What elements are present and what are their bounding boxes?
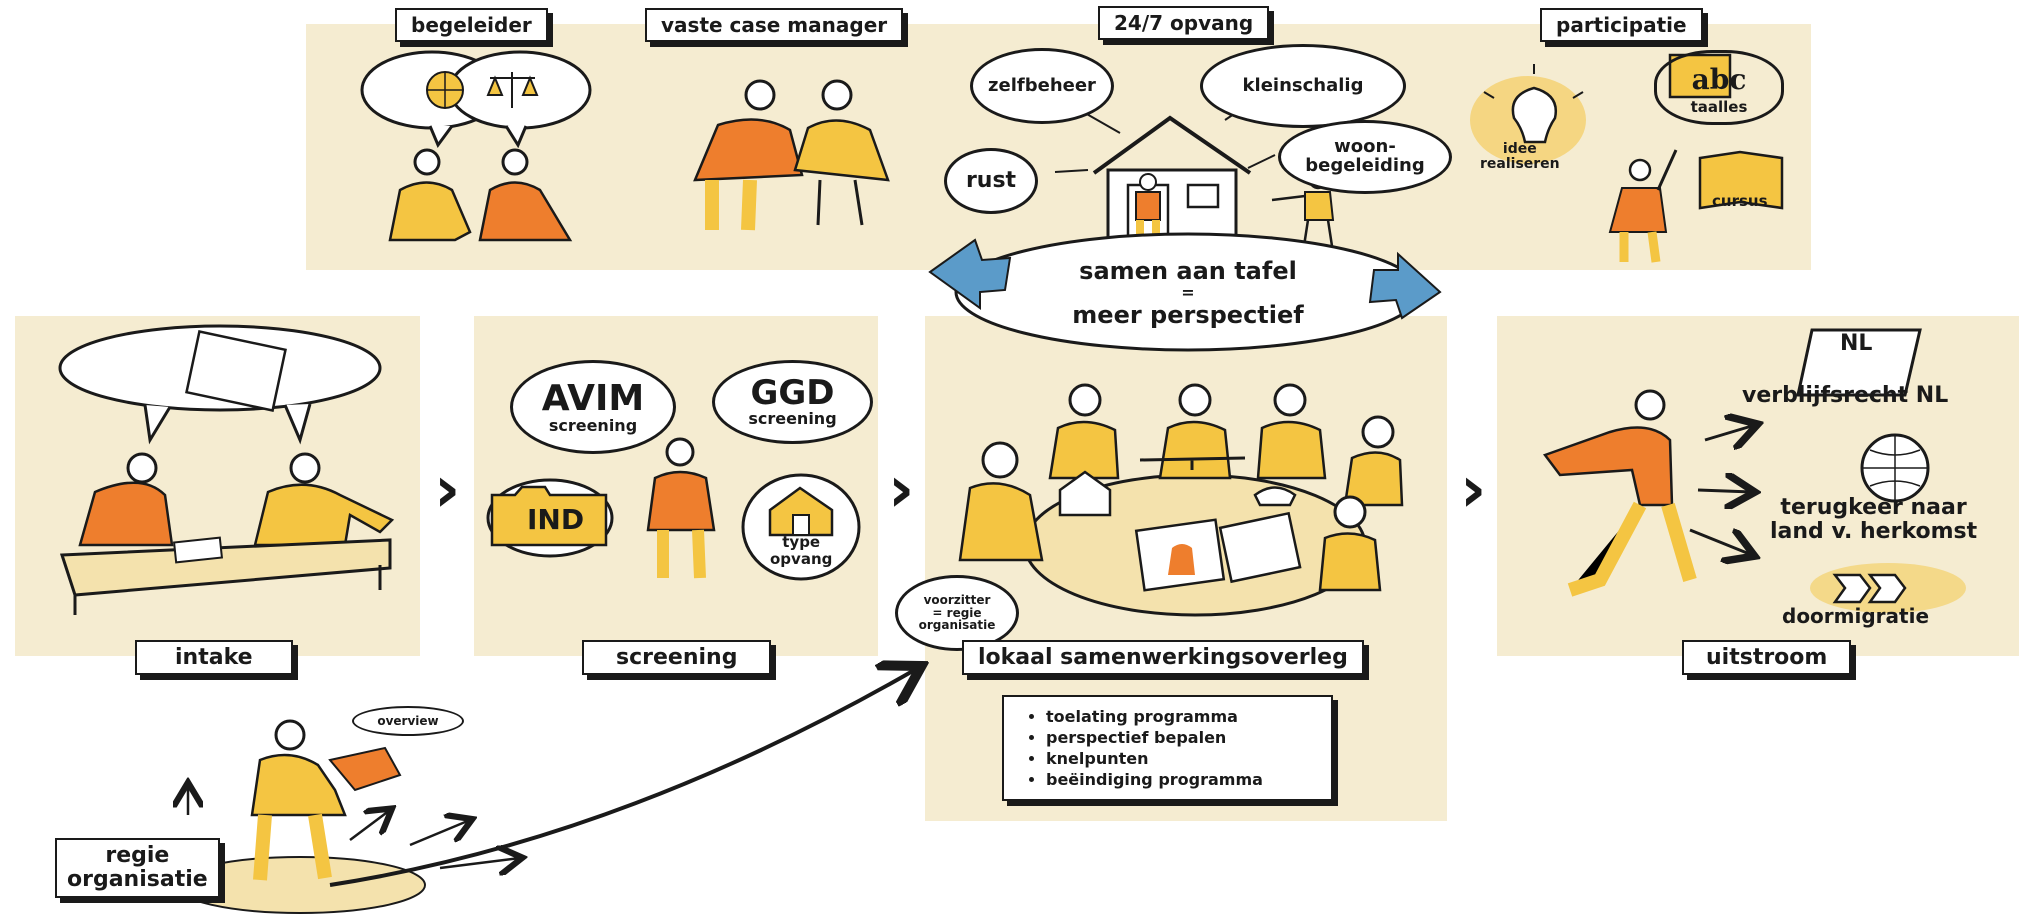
bubble-ggd-screening: GGD screening [712, 360, 873, 444]
label-intake: intake [135, 640, 293, 675]
center-text: samen aan tafel = meer perspectief [1058, 257, 1318, 329]
regie-line2: organisatie [67, 867, 208, 893]
bubble-rust: rust [944, 148, 1038, 214]
abc-card-text: abc [1691, 62, 1747, 96]
avim-sub: screening [548, 415, 638, 435]
taalles-text: taalles [1690, 98, 1748, 117]
label-24-7-opvang: 24/7 opvang [1098, 6, 1270, 40]
type-opvang-text: type opvang [770, 534, 832, 567]
intake-illustration [58, 324, 395, 615]
nl-card-text: NL [1840, 331, 1873, 356]
case-manager-illustration [693, 79, 890, 231]
label-regie-organisatie: regie organisatie [55, 838, 220, 899]
agenda-item: toelating programma [1046, 707, 1311, 726]
opvang-illustration [1054, 109, 1335, 247]
agenda-item: beëindiging programma [1046, 770, 1311, 789]
chevron-right-icon: › [888, 453, 915, 527]
regie-line1: regie [105, 843, 170, 868]
idee-line1: idee [1502, 141, 1537, 157]
chevron-right-icon: › [1460, 453, 1487, 527]
agenda-item: perspectief bepalen [1046, 728, 1311, 747]
label-screening: screening [582, 640, 772, 675]
woonbegeleiding-line1: woon- [1334, 136, 1396, 158]
agenda-item: knelpunten [1046, 749, 1311, 768]
label-participatie: participatie [1540, 8, 1703, 42]
agenda-box: toelating programma perspectief bepalen … [1002, 695, 1333, 801]
regie-illustration [175, 668, 918, 914]
bubble-avim-screening: AVIM screening [510, 360, 676, 454]
woonbegeleiding-line2: begeleiding [1305, 155, 1425, 176]
cursus-text: cursus [1712, 192, 1768, 210]
chevron-right-icon: › [434, 453, 461, 527]
lokaal-illustration [958, 383, 1404, 617]
bubble-zelfbeheer: zelfbeheer [970, 48, 1114, 124]
uitstroom-illustration [1542, 328, 1966, 613]
avim-text: AVIM [541, 377, 645, 419]
bubble-kleinschalig: kleinschalig [1200, 44, 1406, 128]
terugkeer-line2: land v. herkomst [1770, 519, 1978, 545]
bubble-taalles: abc taalles [1654, 50, 1784, 125]
ggd-text: GGD [750, 372, 835, 413]
center-line1: samen aan tafel [1079, 257, 1297, 285]
rust-text: rust [965, 168, 1017, 194]
center-line3: meer perspectief [1072, 300, 1304, 329]
samen-aan-tafel-oval [928, 232, 1442, 352]
verblijfsrecht-text: verblijfsrecht NL [1742, 383, 1949, 408]
center-line2: = [1181, 283, 1195, 303]
voorzitter-line1: voorzitter [923, 593, 991, 608]
terugkeer-line1: terugkeer naar [1780, 495, 1967, 520]
kleinschalig-text: kleinschalig [1242, 74, 1364, 96]
label-lokaal-samenwerkingsoverleg: lokaal samenwerkingsoverleg [962, 640, 1364, 675]
participatie-illustration [1470, 53, 1784, 263]
doormigratie-text: doormigratie [1782, 604, 1930, 628]
label-uitstroom: uitstroom [1682, 640, 1852, 675]
label-begeleider: begeleider [395, 8, 548, 42]
idee-realiseren: idee realiseren [1480, 141, 1560, 173]
agenda-list: toelating programma perspectief bepalen … [1026, 707, 1311, 789]
overview-text: overview [377, 713, 439, 728]
terugkeer-text: terugkeer naar land v. herkomst [1770, 495, 1978, 545]
voorzitter-line3: organisatie [918, 618, 996, 633]
type-line1: type [782, 533, 821, 551]
begeleider-illustration [360, 50, 592, 242]
screening-illustration [486, 437, 861, 581]
ggd-sub: screening [748, 409, 837, 429]
idee-line2: realiseren [1480, 156, 1560, 173]
voorzitter-line2: = regie [932, 605, 982, 620]
bubble-voorzitter: voorzitter = regie organisatie [895, 575, 1019, 651]
ind-text: IND [527, 503, 585, 536]
label-vaste-case-manager: vaste case manager [645, 8, 904, 42]
bubble-overview: overview [352, 706, 464, 736]
zelfbeheer-text: zelfbeheer [988, 74, 1096, 96]
type-line2: opvang [770, 549, 833, 568]
bubble-woonbegeleiding: woon- begeleiding [1278, 120, 1452, 194]
